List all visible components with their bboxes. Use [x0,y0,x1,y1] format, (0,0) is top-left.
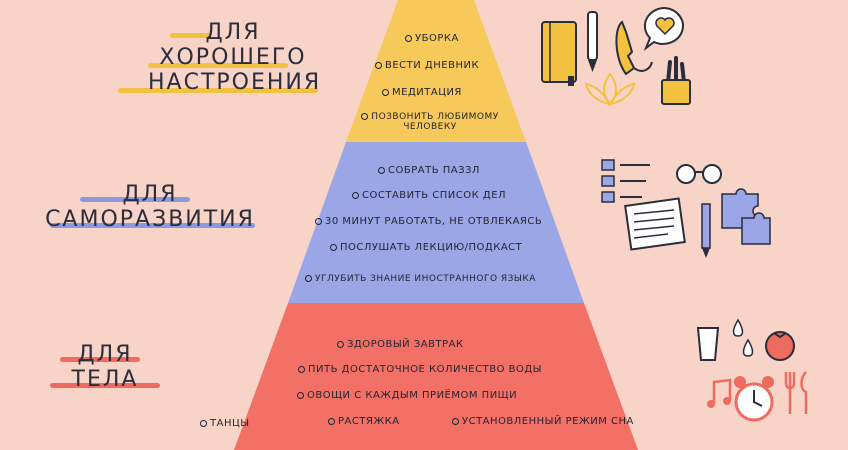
list-item: 30 МИНУТ РАБОТАТЬ, НЕ ОТВЛЕКАЯСЬ [315,216,542,227]
list-item: ПОЗВОНИТЬ ЛЮБИМОМУ ЧЕЛОВЕКУ [355,112,505,132]
list-item: ПОСЛУШАТЬ ЛЕКЦИЮ/ПОДКАСТ [330,242,522,253]
label-line: ХОРОШЕГО [159,45,307,70]
bullet-icon [375,61,382,69]
plant-pot-icon [661,56,691,105]
item-text: СОСТАВИТЬ СПИСОК ДЕЛ [362,190,507,201]
item-text: УГЛУБИТЬ ЗНАНИЕ ИНОСТРАННОГО ЯЗЫКА [315,274,536,284]
lotus-icon [584,72,636,106]
list-item: СОСТАВИТЬ СПИСОК ДЕЛ [352,190,506,201]
label-line: ТЕЛА [71,367,139,392]
item-text: ПОСЛУШАТЬ ЛЕКЦИЮ/ПОДКАСТ [340,242,523,253]
item-text: ПИТЬ ДОСТАТОЧНОЕ КОЛИЧЕСТВО ВОДЫ [308,364,542,375]
bullet-icon [378,166,385,174]
label-line: ДЛЯ [122,182,178,207]
label-underline [80,197,190,202]
list-item: УБОРКА [405,33,459,44]
item-text: РАСТЯЖКА [338,416,400,427]
alarm-clock-icon [734,376,774,422]
bullet-icon [328,417,335,425]
item-text: ТАНЦЫ [210,418,250,429]
bullet-icon [352,191,359,199]
label-underline [118,88,318,93]
item-text: ВЕСТИ ДНЕВНИК [385,60,480,71]
bullet-icon [297,391,304,399]
bullet-icon [330,243,337,251]
label-line: НАСТРОЕНИЯ [148,70,322,95]
list-item: ВЕСТИ ДНЕВНИК [375,60,479,71]
cutlery-icon [784,371,808,414]
label-underline [170,33,210,38]
pencil-icon [701,203,711,258]
list-item: УГЛУБИТЬ ЗНАНИЕ ИНОСТРАННОГО ЯЗЫКА [305,274,536,284]
list-item: РАСТЯЖКА [328,416,400,427]
glasses-icon [676,164,722,184]
label-underline [50,223,255,228]
item-text: СОБРАТЬ ПАЗЗЛ [388,165,480,176]
heart-speech-bubble-icon [643,6,684,51]
label-underline [148,63,288,68]
list-item: ПИТЬ ДОСТАТОЧНОЕ КОЛИЧЕСТВО ВОДЫ [298,364,542,375]
puzzle-icon [721,188,771,245]
pyramid-tier-growth [288,142,584,303]
label-line: ДЛЯ [77,342,133,367]
bullet-icon [337,340,344,348]
item-text: ЗДОРОВЫЙ ЗАВТРАК [347,339,464,350]
tomato-icon [765,331,795,361]
music-note-icon [707,378,732,408]
checklist-icon [601,159,650,203]
list-item: СОБРАТЬ ПАЗЗЛ [378,165,480,176]
item-text: УБОРКА [415,33,459,44]
item-text: УСТАНОВЛЕННЫЙ РЕЖИМ СНА [462,416,634,427]
tier-label-mood: ДЛЯ ХОРОШЕГО НАСТРОЕНИЯ [118,20,322,95]
list-item: ЗДОРОВЫЙ ЗАВТРАК [337,339,464,350]
bullet-icon [452,417,459,425]
bullet-icon [200,419,207,427]
pen-icon [587,11,598,72]
label-underline [60,357,140,362]
item-text: ОВОЩИ С КАЖДЫМ ПРИЁМОМ ПИЩИ [307,390,518,401]
bullet-icon [315,217,322,225]
drops-icon [732,318,754,357]
list-item: УСТАНОВЛЕННЫЙ РЕЖИМ СНА [452,416,634,427]
tier-label-body: ДЛЯ ТЕЛА [50,342,160,392]
bullet-icon [298,365,305,373]
item-text: МЕДИТАЦИЯ [392,87,462,98]
list-item: МЕДИТАЦИЯ [382,87,462,98]
pyramid-tier-mood [346,0,526,142]
item-text: 30 МИНУТ РАБОТАТЬ, НЕ ОТВЛЕКАЯСЬ [325,216,543,227]
notepad-icon [624,197,686,251]
label-underline [50,383,160,388]
bullet-icon [405,34,412,42]
list-item: ТАНЦЫ [200,418,250,429]
notebook-icon [541,21,577,86]
tier-label-growth: ДЛЯ САМОРАЗВИТИЯ [40,182,260,232]
item-text: ПОЗВОНИТЬ ЛЮБИМОМУ ЧЕЛОВЕКУ [371,112,499,132]
label-line: ДЛЯ [205,20,261,45]
phone-icon [615,20,653,76]
bullet-icon [305,275,312,282]
water-glass-icon [696,327,720,361]
bullet-icon [382,88,389,96]
bullet-icon [361,113,369,120]
list-item: ОВОЩИ С КАЖДЫМ ПРИЁМОМ ПИЩИ [297,390,517,401]
pyramid-tier-body [234,303,638,450]
label-line: САМОРАЗВИТИЯ [45,207,255,232]
